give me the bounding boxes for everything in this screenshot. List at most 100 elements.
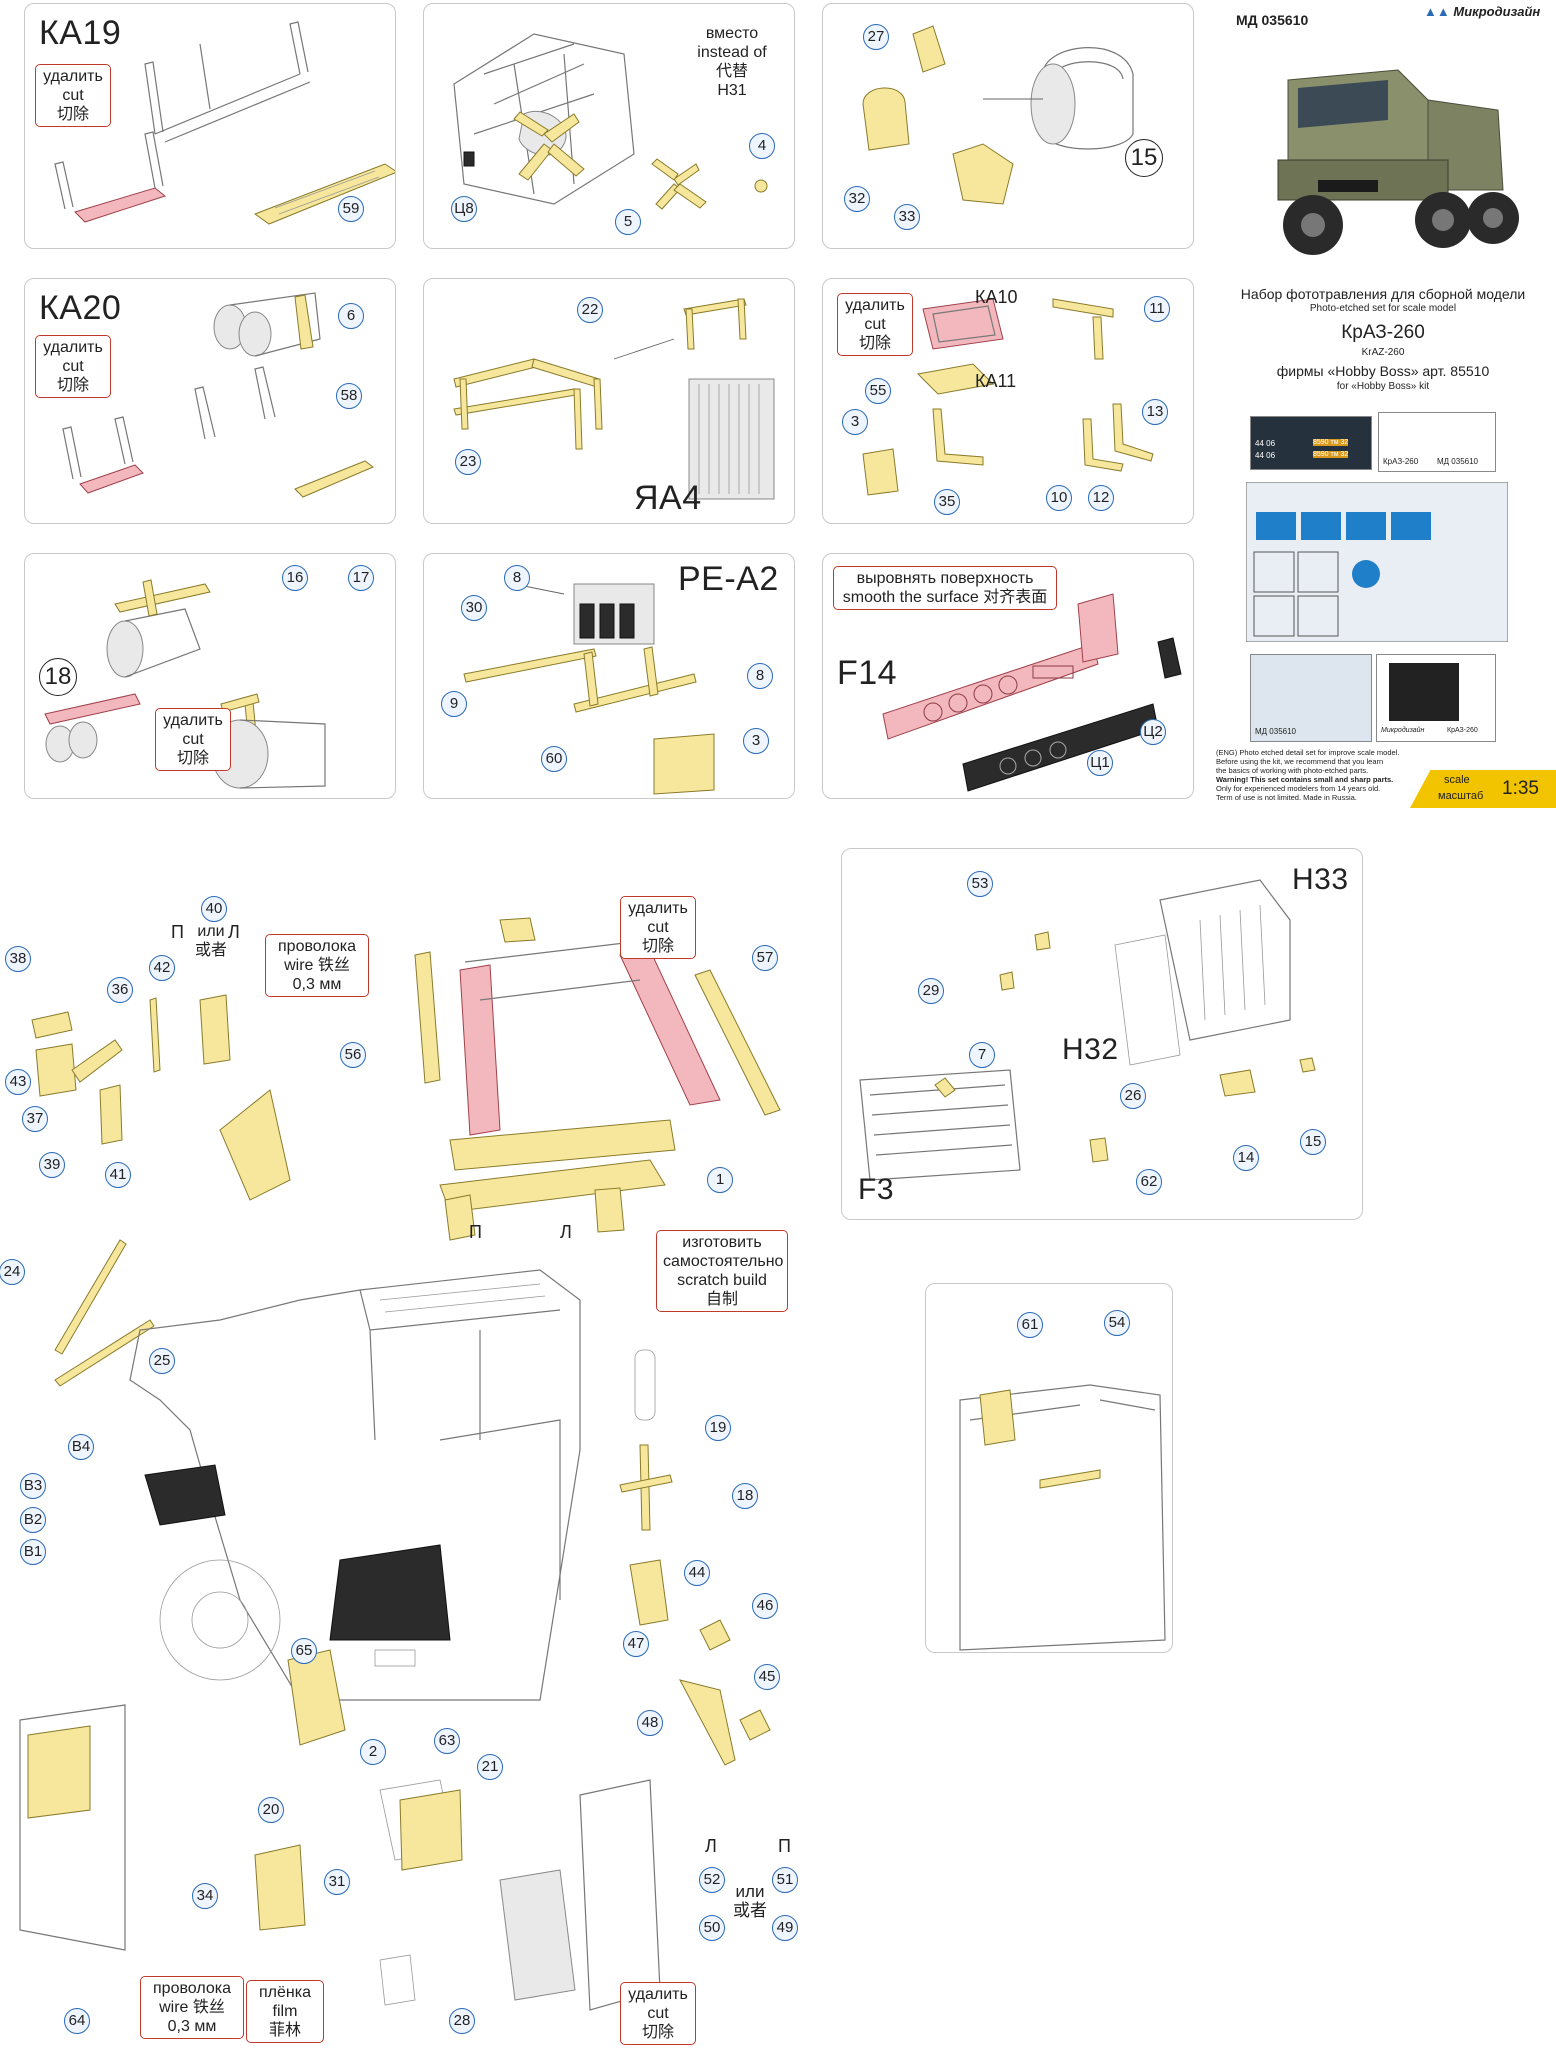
callout-51[interactable]: 51: [772, 1867, 798, 1893]
callout-28[interactable]: 28: [449, 2008, 475, 2034]
callout-b2[interactable]: В2: [20, 1507, 46, 1533]
callout-5[interactable]: 5: [615, 209, 641, 235]
callout-38[interactable]: 38: [5, 946, 31, 972]
callout-29[interactable]: 29: [918, 978, 944, 1004]
callout-34[interactable]: 34: [192, 1883, 218, 1909]
scale-badge-bg: [1410, 770, 1556, 808]
ka20-artwork: [62, 292, 374, 498]
film-tag: плёнка film 菲林: [246, 1980, 324, 2043]
wire-size: 0,3 мм: [167, 2018, 217, 2035]
callout-16[interactable]: 16: [282, 565, 308, 591]
callout-ts8[interactable]: Ц8: [451, 196, 477, 222]
callout-35[interactable]: 35: [934, 489, 960, 515]
callout-31[interactable]: 31: [324, 1869, 350, 1895]
callout-3b[interactable]: 3: [743, 728, 769, 754]
callout-8b[interactable]: 8: [747, 663, 773, 689]
callout-27[interactable]: 27: [863, 24, 889, 50]
callout-b4[interactable]: В4: [68, 1434, 94, 1460]
panel-engine: вместо instead of 代替 Н31 Ц8 5 4: [423, 3, 795, 249]
callout-3a[interactable]: 3: [842, 409, 868, 435]
callout-26[interactable]: 26: [1120, 1083, 1146, 1109]
callout-4[interactable]: 4: [749, 133, 775, 159]
callout-b3[interactable]: В3: [20, 1473, 46, 1499]
callout-23[interactable]: 23: [455, 449, 481, 475]
callout-54[interactable]: 54: [1104, 1310, 1130, 1336]
cut-ru: удалить: [43, 68, 103, 85]
callout-20[interactable]: 20: [258, 1797, 284, 1823]
callout-57[interactable]: 57: [752, 945, 778, 971]
disclaimer-line6: Term of use is not limited. Made in Russ…: [1216, 793, 1357, 802]
callout-7[interactable]: 7: [969, 1042, 995, 1068]
cut-en: cut: [647, 2005, 669, 2022]
callout-19[interactable]: 19: [705, 1415, 731, 1441]
film-ru: плёнка: [259, 1984, 311, 2001]
callout-15[interactable]: 15: [1300, 1129, 1326, 1155]
callout-48[interactable]: 48: [637, 1710, 663, 1736]
disclaimer-line3: the basics of working with photo-etched …: [1216, 766, 1369, 775]
wire-ru: проволока: [153, 1980, 231, 1997]
callout-59[interactable]: 59: [338, 196, 364, 222]
cut-ru: удалить: [163, 712, 223, 729]
callout-30[interactable]: 30: [461, 595, 487, 621]
callout-45[interactable]: 45: [754, 1664, 780, 1690]
callout-56[interactable]: 56: [340, 1042, 366, 1068]
callout-50[interactable]: 50: [699, 1915, 725, 1941]
model-ru: КрАЗ-260: [1341, 322, 1425, 343]
callout-44[interactable]: 44: [684, 1560, 710, 1586]
callout-9[interactable]: 9: [441, 691, 467, 717]
callout-14[interactable]: 14: [1233, 1145, 1259, 1171]
callout-52[interactable]: 52: [699, 1867, 725, 1893]
callout-40[interactable]: 40: [201, 896, 227, 922]
callout-49[interactable]: 49: [772, 1915, 798, 1941]
callout-1[interactable]: 1: [707, 1167, 733, 1193]
panel-ka19: КА19 удалить cut 切除 59: [24, 3, 396, 249]
callout-33[interactable]: 33: [894, 204, 920, 230]
callout-36[interactable]: 36: [107, 977, 133, 1003]
callout-22[interactable]: 22: [577, 297, 603, 323]
callout-13[interactable]: 13: [1142, 399, 1168, 425]
product-header: МД 035610 ▲▲ Микродизайн Набор фототравл…: [1210, 0, 1556, 810]
callout-32[interactable]: 32: [844, 186, 870, 212]
callout-39[interactable]: 39: [39, 1152, 65, 1178]
callout-21[interactable]: 21: [477, 1754, 503, 1780]
callout-47[interactable]: 47: [623, 1631, 649, 1657]
callout-64[interactable]: 64: [64, 2008, 90, 2034]
f3-title: F3: [858, 1173, 895, 1206]
callout-43[interactable]: 43: [5, 1069, 31, 1095]
cut-ru: удалить: [628, 1986, 688, 2003]
callout-ts2[interactable]: Ц2: [1140, 719, 1166, 745]
callout-25[interactable]: 25: [149, 1348, 175, 1374]
or-zh: 或者: [195, 942, 228, 959]
callout-11[interactable]: 11: [1144, 296, 1170, 322]
callout-12[interactable]: 12: [1088, 485, 1114, 511]
callout-60[interactable]: 60: [541, 746, 567, 772]
callout-ts1[interactable]: Ц1: [1087, 750, 1113, 776]
scratch-zh: 自制: [705, 1291, 738, 1308]
pea2-title: РЕ-А2: [678, 560, 779, 598]
callout-b1[interactable]: В1: [20, 1539, 46, 1565]
callout-37[interactable]: 37: [22, 1106, 48, 1132]
callout-2[interactable]: 2: [360, 1739, 386, 1765]
callout-41[interactable]: 41: [105, 1162, 131, 1188]
callout-18[interactable]: 18: [732, 1483, 758, 1509]
f14-note-ru: выровнять поверхность: [856, 570, 1034, 587]
panel-pea2: РЕ-А2 8 30 9 60 8 3: [423, 553, 795, 799]
callout-17[interactable]: 17: [348, 565, 374, 591]
callout-10[interactable]: 10: [1046, 485, 1072, 511]
callout-8a[interactable]: 8: [504, 565, 530, 591]
callout-61[interactable]: 61: [1017, 1312, 1043, 1338]
callout-46[interactable]: 46: [752, 1593, 778, 1619]
callout-53[interactable]: 53: [967, 871, 993, 897]
ka10-label: КА10: [975, 287, 1018, 307]
callout-62[interactable]: 62: [1136, 1169, 1162, 1195]
callout-42[interactable]: 42: [149, 955, 175, 981]
callout-65[interactable]: 65: [291, 1638, 317, 1664]
callout-6[interactable]: 6: [338, 303, 364, 329]
callout-24[interactable]: 24: [0, 1259, 25, 1285]
truck-photo: [1228, 40, 1528, 270]
plate-e: Микродизайн: [1381, 727, 1425, 734]
callout-58[interactable]: 58: [336, 383, 362, 409]
callout-55[interactable]: 55: [865, 378, 891, 404]
wire-tag-bottom: проволока wire 铁丝 0,3 мм: [140, 1976, 244, 2039]
callout-63[interactable]: 63: [434, 1728, 460, 1754]
